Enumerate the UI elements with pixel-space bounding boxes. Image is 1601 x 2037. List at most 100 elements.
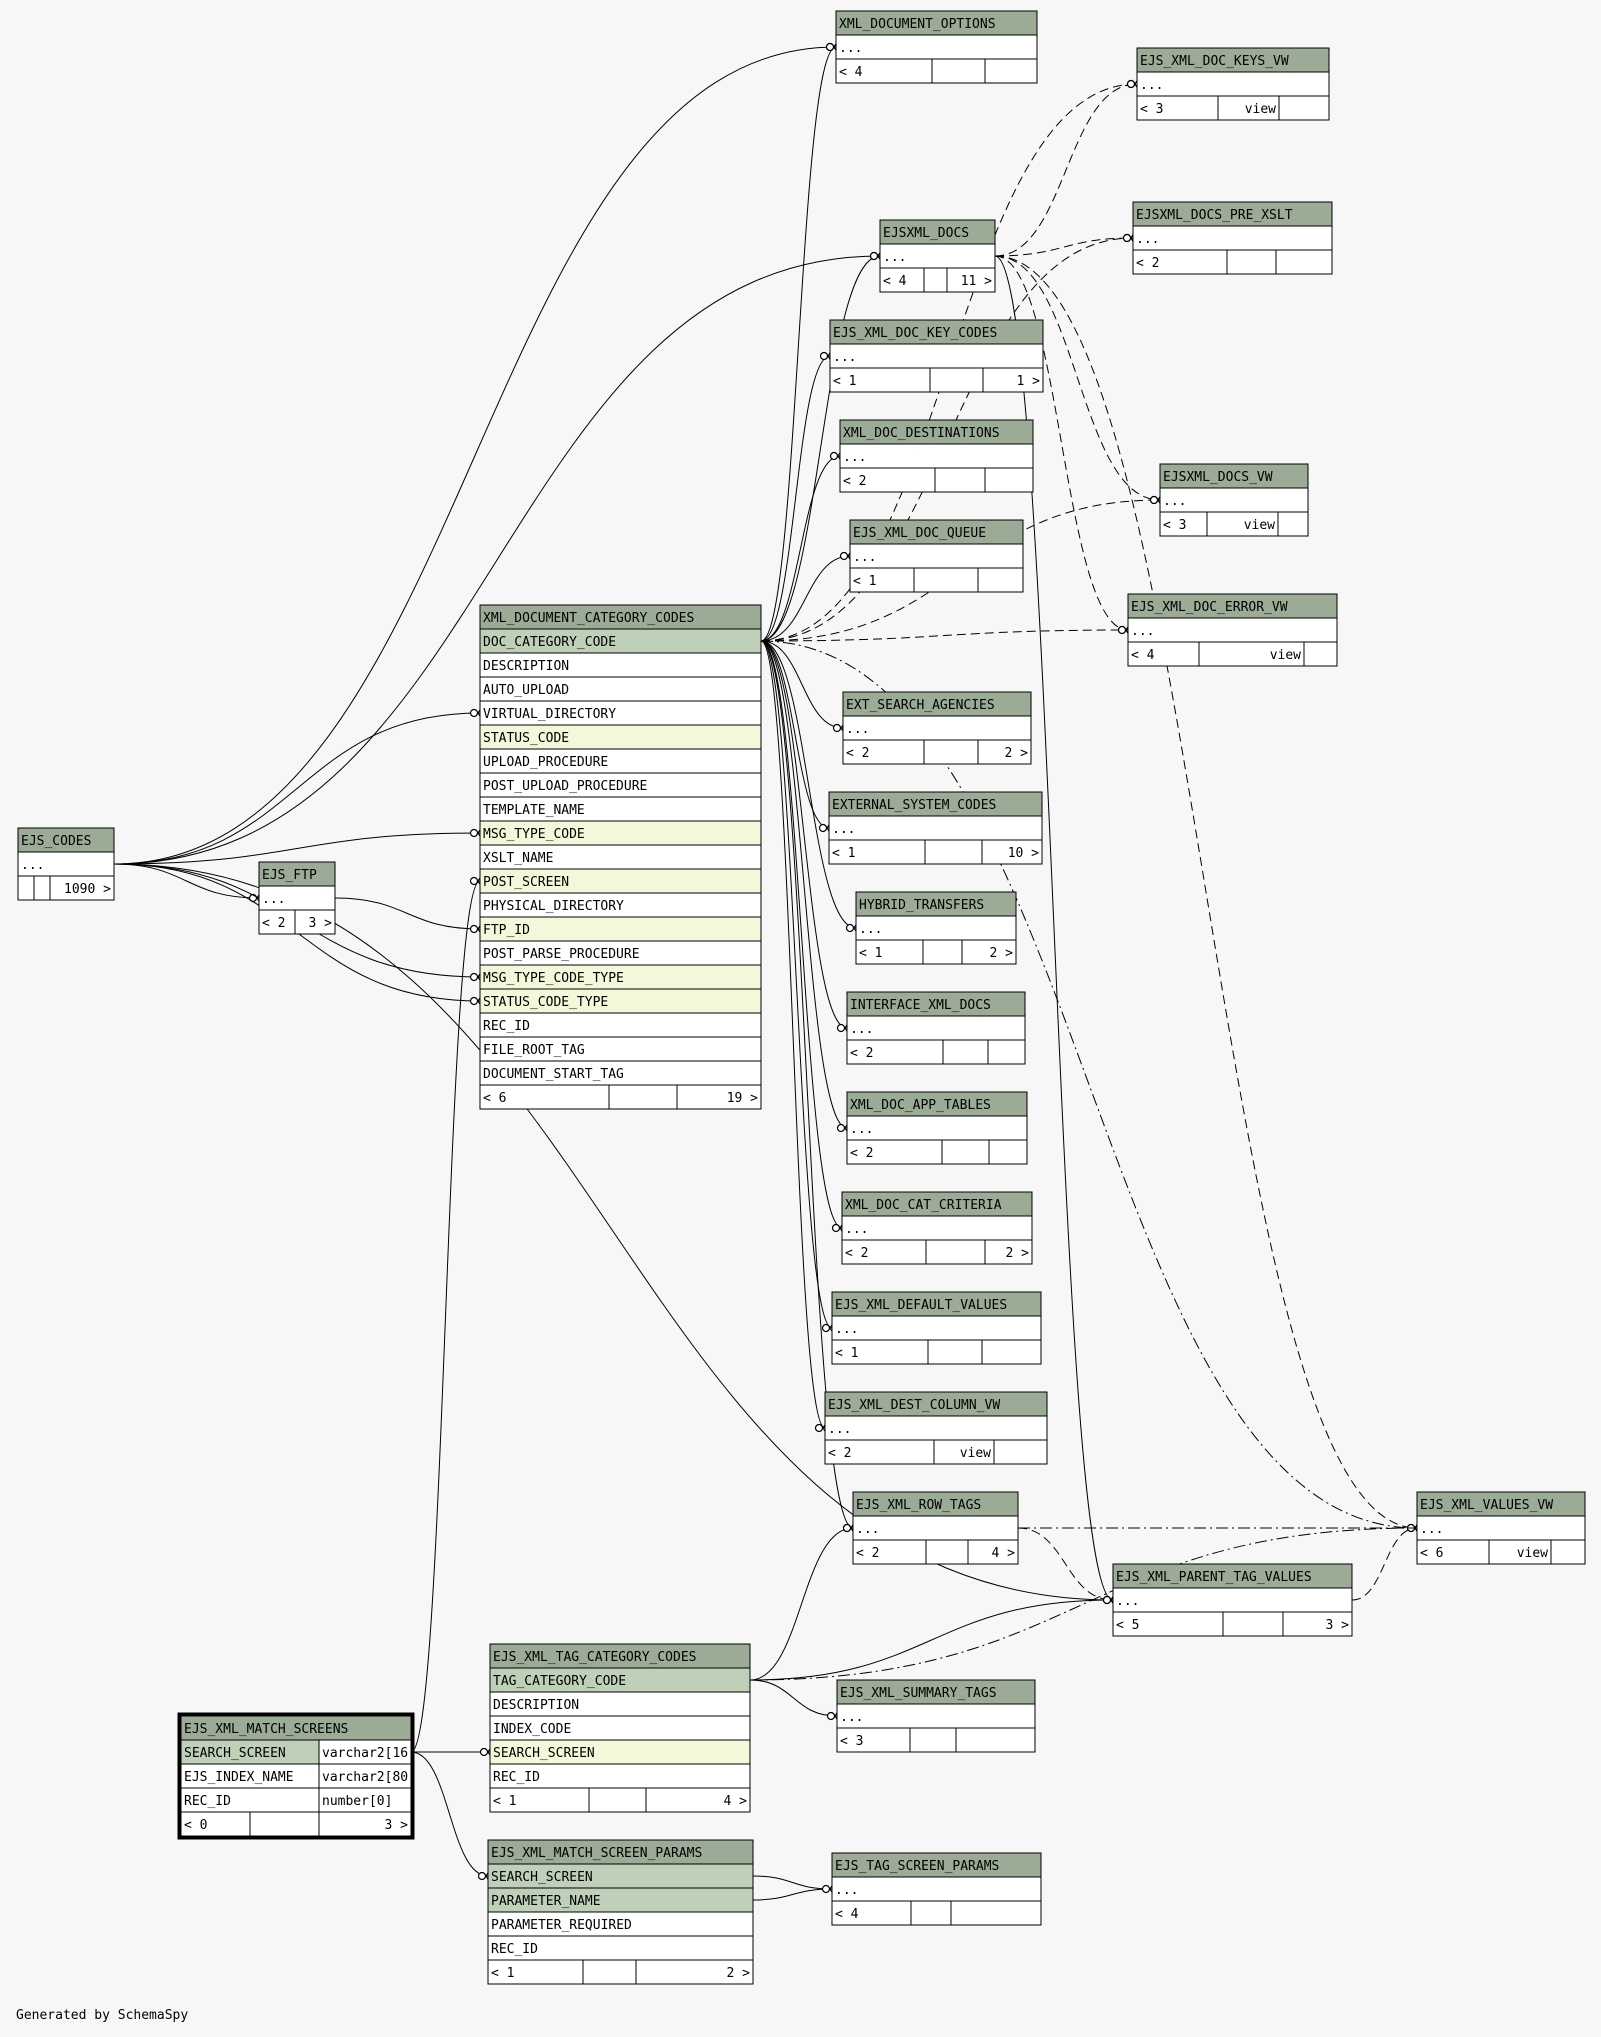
- column-row: [17, 851, 115, 877]
- relationship-line: [749, 1599, 1114, 1681]
- relationship-endpoint: [836, 1123, 846, 1133]
- column-ellipsis: ...: [1131, 624, 1154, 639]
- column-row: [852, 1515, 1019, 1541]
- column-ellipsis: ...: [1420, 1522, 1443, 1537]
- column-row: [489, 1691, 751, 1717]
- table-ejs-xml-summary-tags[interactable]: EJS_XML_SUMMARY_TAGS...< 3: [836, 1679, 1036, 1753]
- table-xml-document-options[interactable]: XML_DOCUMENT_OPTIONS...< 4: [835, 10, 1038, 84]
- parent-count: < 0: [184, 1818, 207, 1833]
- column-ellipsis: ...: [856, 1522, 879, 1537]
- table-name: EJS_XML_TAG_CATEGORY_CODES: [493, 1650, 697, 1665]
- column-name: EJS_INDEX_NAME: [184, 1770, 294, 1785]
- relationship-line: [994, 255, 1129, 631]
- table-footer: < 2: [839, 467, 1034, 493]
- table-header: [855, 891, 1017, 917]
- table-header: [842, 691, 1032, 717]
- table-name: EJS_TAG_SCREEN_PARAMS: [835, 1859, 999, 1874]
- column-row: [489, 1763, 751, 1789]
- relationship-line: [994, 83, 1138, 257]
- relationship-endpoint: [839, 551, 849, 561]
- table-name: EJS_CODES: [21, 834, 91, 849]
- table-header: [17, 827, 115, 853]
- table-ejs-xml-match-screen-params[interactable]: EJS_XML_MATCH_SCREEN_PARAMSSEARCH_SCREEN…: [487, 1839, 754, 1985]
- table-type: view: [1245, 102, 1276, 117]
- relationship-endpoint: [826, 1711, 836, 1721]
- relationship-line: [760, 355, 831, 642]
- relationship-line: [994, 237, 1134, 257]
- parent-count: < 2: [850, 1046, 873, 1061]
- relationship-endpoint: [469, 972, 479, 982]
- footer-row: [846, 1039, 1026, 1065]
- table-type: view: [960, 1446, 991, 1461]
- footer-row: [824, 1439, 1048, 1465]
- footer-row: [831, 1900, 1042, 1926]
- column-row: [487, 1887, 754, 1913]
- table-header: [846, 1091, 1028, 1117]
- footer-row: [831, 1339, 1042, 1365]
- column-ellipsis: ...: [845, 1222, 868, 1237]
- table-footer: < 2: [846, 1139, 1028, 1165]
- relationship-line: [760, 640, 848, 1129]
- table-xml-doc-destinations[interactable]: XML_DOC_DESTINATIONS...< 2: [839, 419, 1034, 493]
- relationship-line: [760, 640, 830, 829]
- column-row: [489, 1667, 751, 1693]
- table-ejs-codes[interactable]: EJS_CODES...1090 >: [17, 827, 115, 901]
- relationship-line: [113, 832, 481, 865]
- column-ellipsis: ...: [1136, 232, 1159, 247]
- table-ejs-tag-screen-params[interactable]: EJS_TAG_SCREEN_PARAMS...< 4: [831, 1852, 1042, 1926]
- footer-row: [489, 1787, 751, 1813]
- generated-by-footer: Generated by SchemaSpy: [16, 2008, 189, 2023]
- column-row: [479, 964, 762, 990]
- table-name: EJS_XML_DOC_KEYS_VW: [1140, 54, 1289, 69]
- relationship-line: [760, 555, 851, 642]
- relationship-line: [760, 640, 843, 1229]
- column-name: PARAMETER_REQUIRED: [491, 1918, 632, 1933]
- table-ejs-xml-tag-category-codes[interactable]: EJS_XML_TAG_CATEGORY_CODESTAG_CATEGORY_C…: [489, 1643, 751, 1813]
- table-name: EXT_SEARCH_AGENCIES: [846, 698, 995, 713]
- column-name: SEARCH_SCREEN: [491, 1870, 593, 1885]
- parent-count: < 5: [1116, 1618, 1139, 1633]
- column-row: [258, 885, 336, 911]
- column-name: STATUS_CODE: [483, 731, 569, 746]
- column-row: [855, 915, 1017, 941]
- tables-layer: XML_DOCUMENT_OPTIONS...< 4 EJS_XML_DOC_KE…: [17, 10, 1586, 1985]
- table-xml-doc-app-tables[interactable]: XML_DOC_APP_TABLES...< 2: [846, 1091, 1028, 1165]
- table-ejs-xml-default-values[interactable]: EJS_XML_DEFAULT_VALUES...< 1: [831, 1291, 1042, 1365]
- footer-row: [258, 909, 336, 935]
- footer-row: [1159, 511, 1309, 537]
- table-xml-document-category-codes[interactable]: XML_DOCUMENT_CATEGORY_CODESDOC_CATEGORY_…: [479, 604, 762, 1110]
- table-footer: < 1: [831, 1339, 1042, 1365]
- table-ejsxml-docs-pre-xslt[interactable]: EJSXML_DOCS_PRE_XSLT...< 2: [1132, 201, 1333, 275]
- relationship-line: [749, 1679, 838, 1717]
- table-interface-xml-docs[interactable]: INTERFACE_XML_DOCS...< 2: [846, 991, 1026, 1065]
- relationship-endpoint: [832, 723, 842, 733]
- footer-row: [836, 1727, 1036, 1753]
- table-ejs-xml-doc-queue[interactable]: EJS_XML_DOC_QUEUE...< 1: [849, 519, 1024, 593]
- column-row: [479, 820, 762, 846]
- parent-count: < 4: [1131, 648, 1155, 663]
- relationship-endpoint: [1122, 233, 1132, 243]
- column-row: [479, 940, 762, 966]
- column-ellipsis: ...: [1116, 1594, 1139, 1609]
- column-row: [479, 772, 762, 798]
- relationship-line: [760, 640, 844, 729]
